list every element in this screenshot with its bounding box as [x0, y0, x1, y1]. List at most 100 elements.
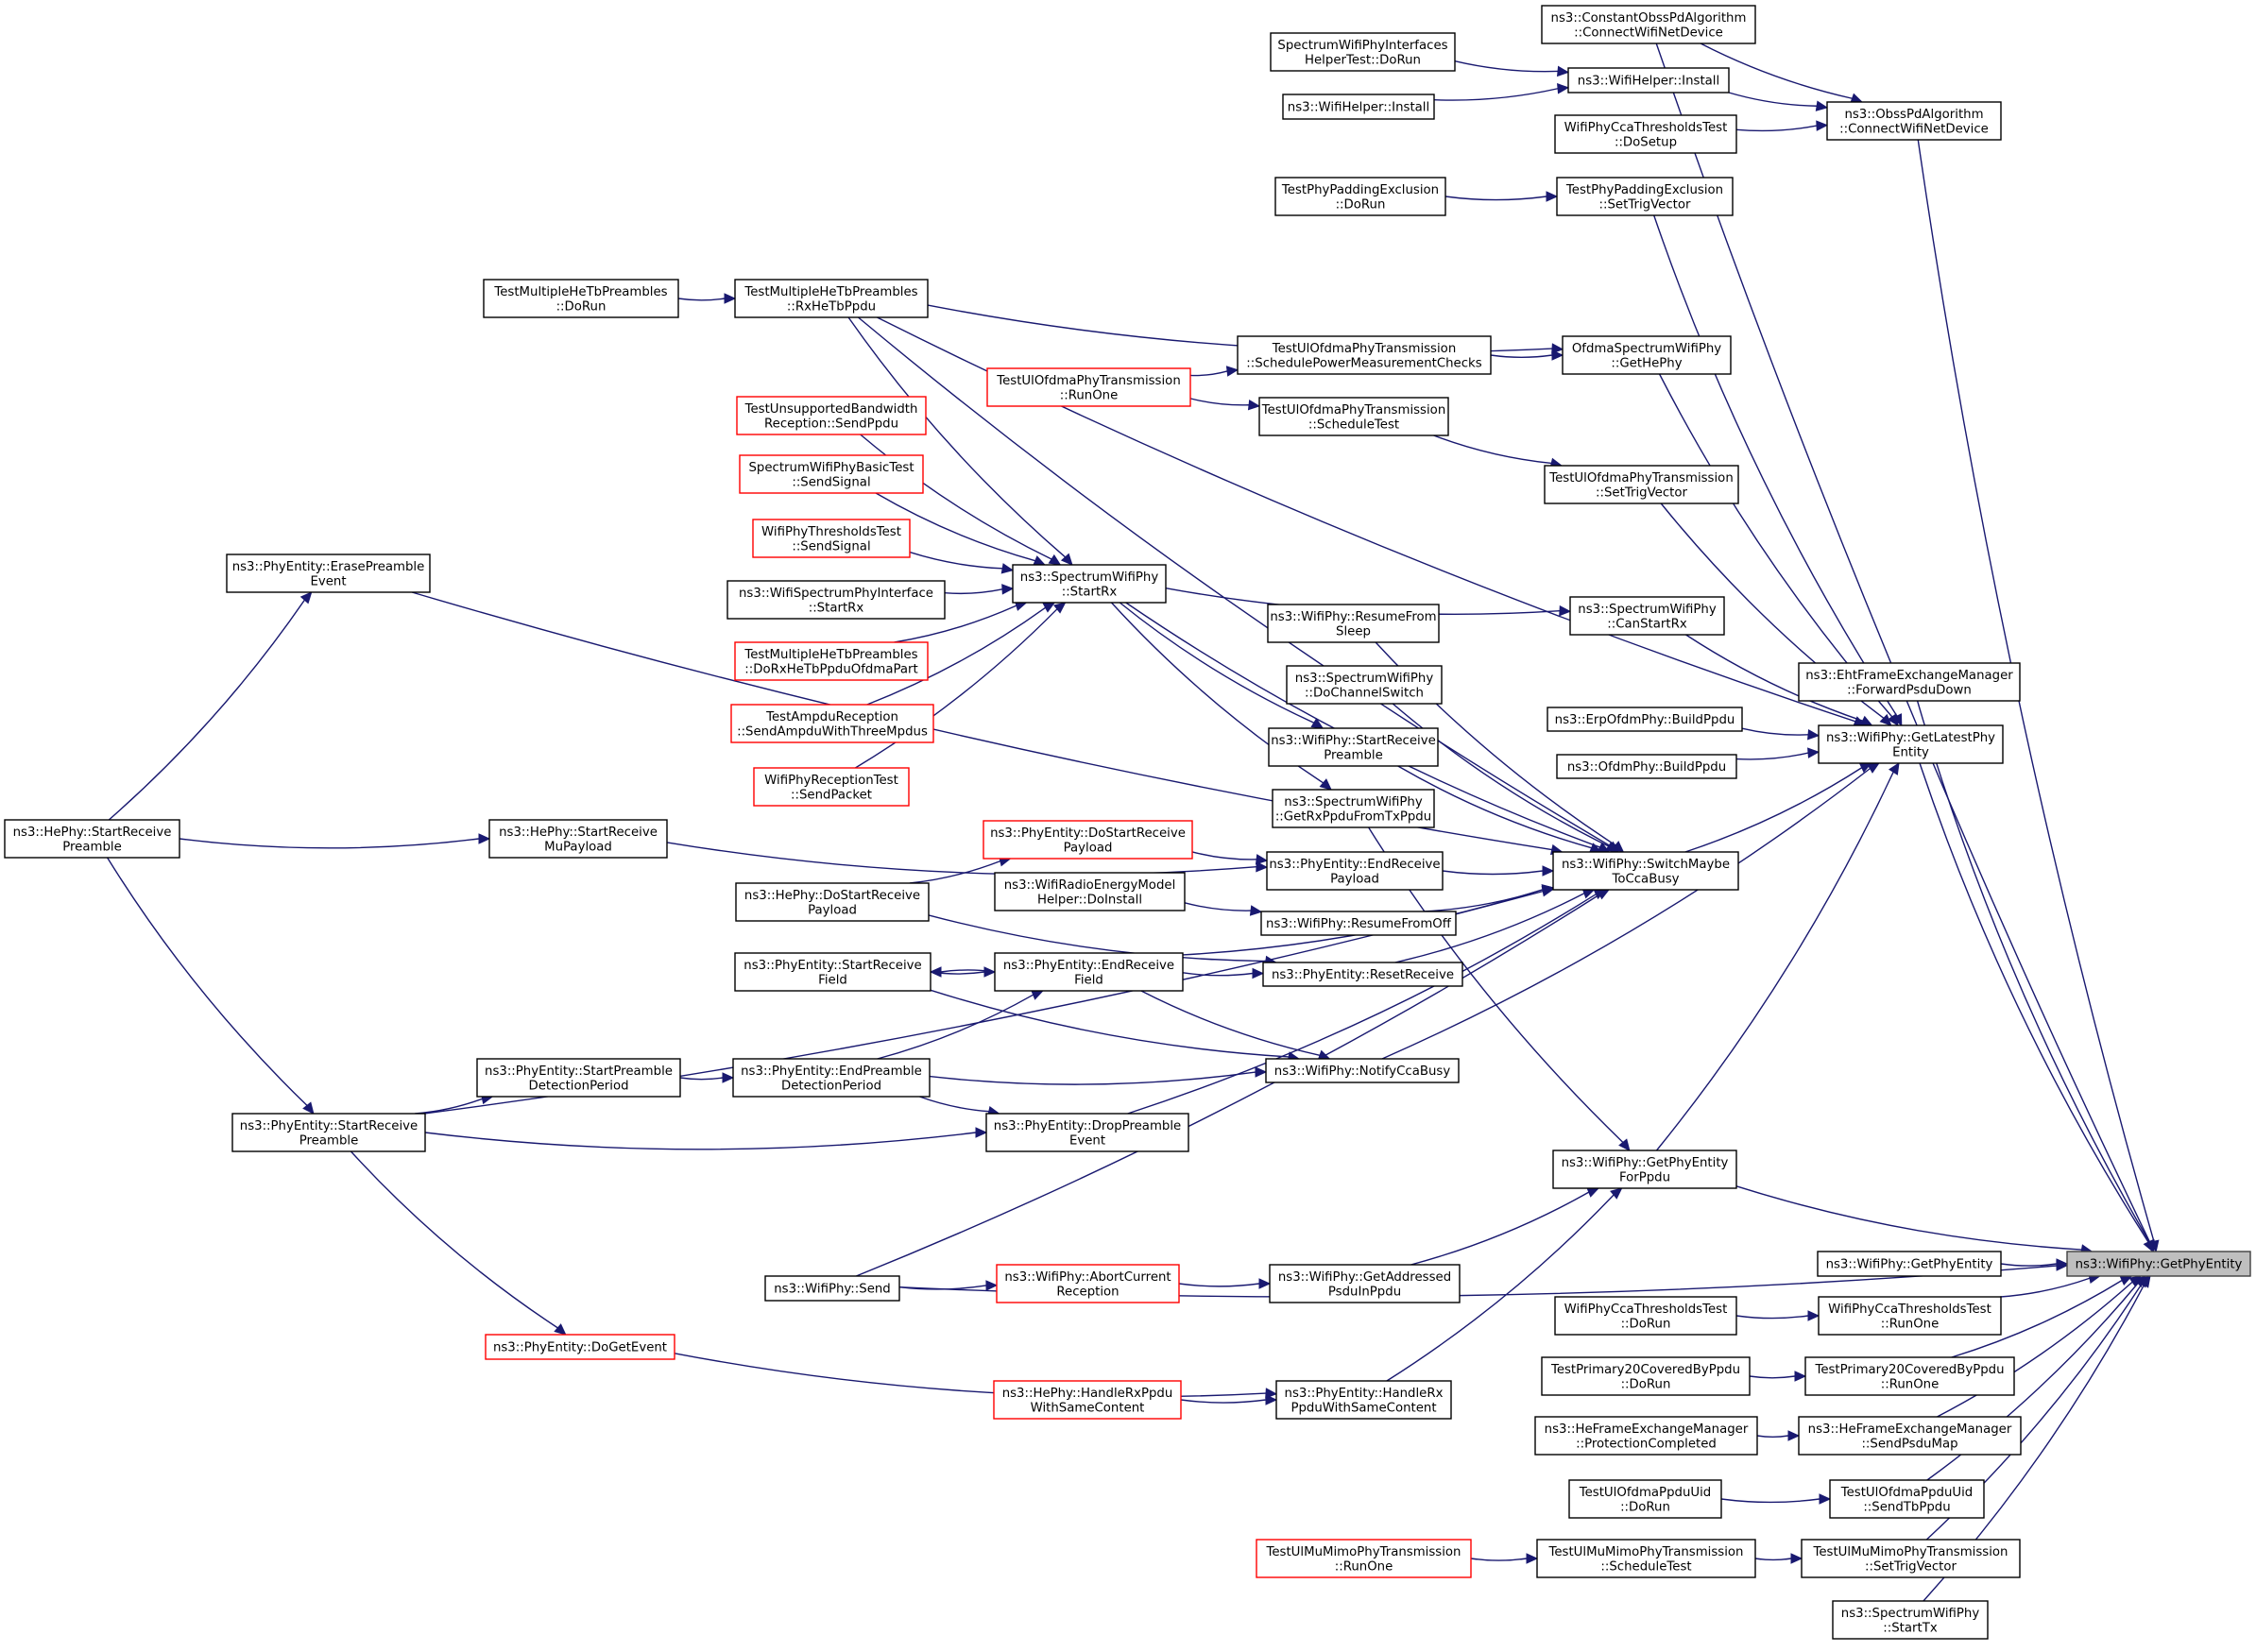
node-box[interactable]: [734, 641, 929, 681]
graph-node[interactable]: ns3::PhyEntity::DoGetEvent: [485, 1334, 675, 1360]
graph-node[interactable]: ns3::SpectrumWifiPhy::StartRx: [1012, 564, 1167, 604]
node-box[interactable]: [1552, 1150, 1737, 1189]
graph-node[interactable]: ns3::WifiRadioEnergyModelHelper::DoInsta…: [994, 872, 1186, 911]
node-box[interactable]: [1818, 1296, 2002, 1336]
node-box[interactable]: [1556, 177, 1734, 216]
graph-node[interactable]: ns3::HeFrameExchangeManager::ProtectionC…: [1534, 1416, 1758, 1456]
node-box[interactable]: [1267, 604, 1440, 643]
node-box[interactable]: [735, 882, 930, 922]
node-box[interactable]: [1270, 32, 1456, 72]
node-box[interactable]: [1569, 596, 1725, 636]
node-box[interactable]: [1801, 1539, 2021, 1578]
node-box[interactable]: [1269, 1264, 1461, 1303]
graph-node[interactable]: TestPrimary20CoveredByPpdu::RunOne: [1804, 1356, 2015, 1396]
node-box[interactable]: [736, 396, 927, 435]
node-box[interactable]: [1554, 114, 1737, 154]
graph-node[interactable]: SpectrumWifiPhyBasicTest::SendSignal: [739, 454, 924, 494]
node-box[interactable]: [739, 454, 924, 494]
graph-node[interactable]: ns3::SpectrumWifiPhy::DoChannelSwitch: [1286, 665, 1443, 705]
node-box[interactable]: [1818, 724, 2004, 764]
graph-node[interactable]: WifiPhyCcaThresholdsTest::RunOne: [1818, 1296, 2002, 1336]
graph-node[interactable]: WifiPhyCcaThresholdsTest::DoSetup: [1554, 114, 1737, 154]
graph-node[interactable]: TestMultipleHeTbPreambles::DoRxHeTbPpduO…: [734, 641, 929, 681]
node-box[interactable]: [1544, 465, 1739, 504]
graph-node[interactable]: ns3::WifiSpectrumPhyInterface::StartRx: [726, 580, 946, 620]
graph-node[interactable]: ns3::ErpOfdmPhy::BuildPpdu: [1547, 707, 1743, 732]
node-box[interactable]: [1286, 665, 1443, 705]
target-node[interactable]: ns3::WifiPhy::GetPhyEntity: [2066, 1251, 2251, 1277]
graph-node[interactable]: ns3::WifiPhy::GetPhyEntity: [1817, 1251, 2002, 1277]
node-box[interactable]: [1552, 851, 1739, 891]
graph-node[interactable]: TestUlOfdmaPhyTransmission::RunOne: [986, 367, 1191, 407]
node-box[interactable]: [2066, 1251, 2251, 1277]
graph-node[interactable]: ns3::PhyEntity::ResetReceive: [1262, 962, 1463, 987]
graph-node[interactable]: TestUlOfdmaPpduUid::SendTbPpdu: [1829, 1479, 1985, 1519]
node-box[interactable]: [764, 1275, 900, 1302]
graph-node[interactable]: SpectrumWifiPhyInterfacesHelperTest::DoR…: [1270, 32, 1456, 72]
node-box[interactable]: [732, 1058, 931, 1098]
graph-node[interactable]: TestMultipleHeTbPreambles::RxHeTbPpdu: [734, 279, 929, 318]
node-box[interactable]: [1260, 911, 1457, 936]
node-box[interactable]: [1798, 662, 2021, 702]
node-box[interactable]: [752, 519, 911, 558]
graph-node[interactable]: TestUlMuMimoPhyTransmission::RunOne: [1256, 1539, 1472, 1578]
graph-node[interactable]: ns3::ConstantObssPdAlgorithm::ConnectWif…: [1541, 5, 1756, 44]
graph-node[interactable]: ns3::WifiPhy::ResumeFromOff: [1260, 911, 1457, 936]
graph-node[interactable]: ns3::PhyEntity::EndPreambleDetectionPeri…: [732, 1058, 931, 1098]
node-box[interactable]: [996, 1264, 1180, 1303]
graph-node[interactable]: TestUlMuMimoPhyTransmission::SetTrigVect…: [1801, 1539, 2021, 1578]
node-box[interactable]: [983, 820, 1193, 860]
graph-node[interactable]: TestUlOfdmaPhyTransmission::ScheduleTest: [1258, 397, 1449, 436]
node-box[interactable]: [1258, 397, 1449, 436]
node-box[interactable]: [1282, 94, 1435, 120]
node-box[interactable]: [1826, 101, 2002, 141]
graph-node[interactable]: TestMultipleHeTbPreambles::DoRun: [483, 279, 679, 318]
node-box[interactable]: [985, 1113, 1189, 1152]
node-box[interactable]: [1265, 1058, 1460, 1083]
node-box[interactable]: [994, 952, 1184, 992]
graph-node[interactable]: TestPhyPaddingExclusion::DoRun: [1274, 177, 1446, 216]
graph-node[interactable]: ns3::PhyEntity::StartPreambleDetectionPe…: [476, 1058, 681, 1098]
node-box[interactable]: [753, 767, 910, 807]
node-box[interactable]: [1568, 1479, 1722, 1519]
graph-node[interactable]: ns3::HeFrameExchangeManager::SendPsduMap: [1798, 1416, 2022, 1456]
graph-node[interactable]: TestUlMuMimoPhyTransmission::ScheduleTes…: [1536, 1539, 1756, 1578]
node-box[interactable]: [231, 1113, 426, 1152]
graph-node[interactable]: ns3::WifiPhy::Send: [764, 1275, 900, 1302]
node-box[interactable]: [1275, 1380, 1452, 1420]
graph-node[interactable]: ns3::SpectrumWifiPhy::StartTx: [1832, 1600, 1989, 1640]
node-box[interactable]: [1534, 1416, 1758, 1456]
graph-node[interactable]: ns3::ObssPdAlgorithm::ConnectWifiNetDevi…: [1826, 101, 2002, 141]
graph-node[interactable]: ns3::PhyEntity::HandleRxPpduWithSameCont…: [1275, 1380, 1452, 1420]
graph-node[interactable]: TestAmpduReception::SendAmpduWithThreeMp…: [730, 704, 934, 743]
graph-node[interactable]: ns3::EhtFrameExchangeManager::ForwardPsd…: [1798, 662, 2021, 702]
node-box[interactable]: [726, 580, 946, 620]
node-box[interactable]: [734, 952, 931, 992]
node-box[interactable]: [1012, 564, 1167, 604]
node-box[interactable]: [1562, 335, 1732, 375]
node-box[interactable]: [1798, 1416, 2022, 1456]
graph-node[interactable]: OfdmaSpectrumWifiPhy::GetHePhy: [1562, 335, 1732, 375]
graph-node[interactable]: ns3::WifiHelper::Install: [1282, 94, 1435, 120]
graph-node[interactable]: TestPhyPaddingExclusion::SetTrigVector: [1556, 177, 1734, 216]
node-box[interactable]: [485, 1334, 675, 1360]
node-box[interactable]: [993, 1380, 1182, 1420]
graph-node[interactable]: TestUnsupportedBandwidthReception::SendP…: [736, 396, 927, 435]
node-box[interactable]: [1541, 1356, 1751, 1396]
node-box[interactable]: [1541, 5, 1756, 44]
graph-node[interactable]: TestUlOfdmaPhyTransmission::SchedulePowe…: [1237, 335, 1492, 375]
graph-node[interactable]: WifiPhyReceptionTest::SendPacket: [753, 767, 910, 807]
graph-node[interactable]: TestPrimary20CoveredByPpdu::DoRun: [1541, 1356, 1751, 1396]
